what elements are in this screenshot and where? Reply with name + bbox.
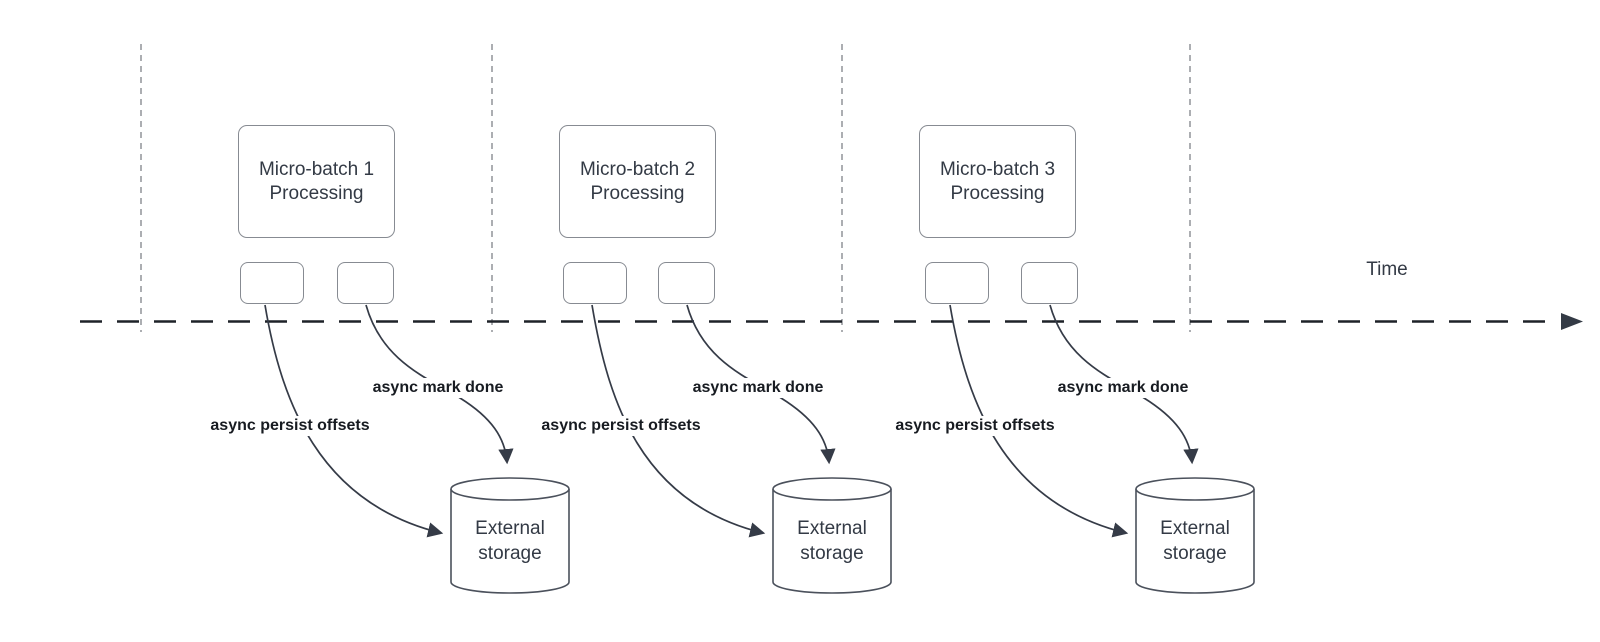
external-storage-label-3-line2: storage — [1163, 543, 1227, 564]
micro-batch-1-subtitle: Processing — [269, 182, 364, 204]
micro-batch-1-processing-box: Micro-batch 1 Processing — [238, 125, 395, 238]
external-storage-label-2-line2: storage — [800, 543, 864, 564]
micro-batch-2-subtitle: Processing — [590, 182, 685, 204]
micro-batch-3-processing-box: Micro-batch 3 Processing — [919, 125, 1076, 238]
external-storage-label-1-line1: External — [475, 518, 545, 539]
async-persist-offsets-label-2: async persist offsets — [538, 416, 704, 436]
cylinder-top-3 — [1135, 477, 1255, 501]
external-storage-label-3: External storage — [1160, 516, 1230, 566]
async-persist-offsets-label-3: async persist offsets — [892, 416, 1058, 436]
time-axis-arrowhead-icon — [1561, 313, 1583, 330]
mark-done-task-box-2 — [658, 262, 715, 304]
micro-batch-3-subtitle: Processing — [950, 182, 1045, 204]
cylinder-top-2 — [772, 477, 892, 501]
external-storage-cylinder-3 — [1135, 477, 1255, 594]
async-persist-arrow-2 — [591, 304, 766, 538]
async-persist-arrow-1 — [264, 304, 444, 538]
external-storage-label-2-line1: External — [797, 518, 867, 539]
external-storage-label-2: External storage — [797, 516, 867, 566]
async-persist-offsets-label-1: async persist offsets — [207, 416, 373, 436]
micro-batch-1-title: Micro-batch 1 — [258, 158, 375, 180]
mark-done-task-box-3 — [1021, 262, 1078, 304]
external-storage-cylinder-1 — [450, 477, 570, 594]
micro-batch-3-title: Micro-batch 3 — [939, 158, 1056, 180]
async-mark-done-label-1: async mark done — [369, 378, 507, 398]
external-storage-cylinder-2 — [772, 477, 892, 594]
persist-task-box-1 — [240, 262, 304, 304]
external-storage-label-1-line2: storage — [478, 543, 542, 564]
persist-task-box-2 — [563, 262, 627, 304]
async-mark-done-label-3: async mark done — [1054, 378, 1192, 398]
async-mark-done-label-2: async mark done — [689, 378, 827, 398]
persist-task-box-3 — [925, 262, 989, 304]
micro-batch-2-title: Micro-batch 2 — [579, 158, 696, 180]
micro-batch-2-processing-box: Micro-batch 2 Processing — [559, 125, 716, 238]
cylinder-top-1 — [450, 477, 570, 501]
async-persist-arrow-3 — [949, 304, 1129, 538]
external-storage-label-1: External storage — [475, 516, 545, 566]
time-label: Time — [1366, 259, 1408, 280]
external-storage-label-3-line1: External — [1160, 518, 1230, 539]
mark-done-task-box-1 — [337, 262, 394, 304]
